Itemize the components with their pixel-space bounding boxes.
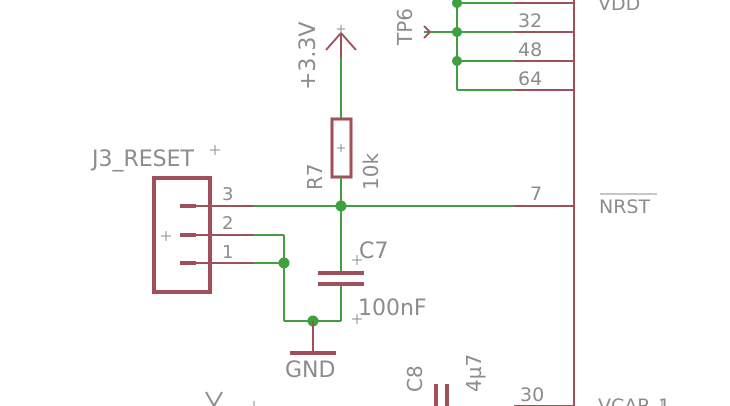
connector-j3-name: J3_RESET [90,147,195,172]
junction-vdd-48 [452,56,462,66]
ic-pin-48-number: 48 [518,39,542,61]
junction-vdd-top [452,0,462,8]
capacitor-c7-value: 100nF [358,296,427,321]
junction-pin1 [278,257,290,269]
connector-j3-pin3-number: 3 [222,184,233,205]
ic-pin-32-number: 32 [518,10,542,32]
capacitor-c7-name: C7 [359,239,388,264]
capacitor-c8-name: C8 [403,365,427,392]
resistor-r7-value: 10k [359,153,383,190]
supply-label: +3.3V [296,22,321,90]
ic-nrst-label: NRST [599,196,650,218]
testpoint-tp6-label: TP6 [393,8,417,46]
ic-pin-30-number: 30 [520,384,544,406]
connector-j3-pin2-number: 2 [222,213,233,234]
connector-j3-pin1-number: 1 [222,242,233,263]
ic-pin-64-number: 64 [518,68,542,90]
testpoint-tp6-symbol [423,25,432,39]
ic-vdd-label: VDD [598,0,640,15]
ic-vcap-label: VCAP_1 [598,395,670,406]
resistor-r7-name: R7 [303,163,327,190]
ic-pin-7-number: 7 [530,183,542,205]
ground-label: GND [285,358,335,383]
partial-label-fragment [205,391,223,406]
junction-vdd-32 [452,27,462,37]
capacitor-c8-value: 4µ7 [462,354,486,392]
